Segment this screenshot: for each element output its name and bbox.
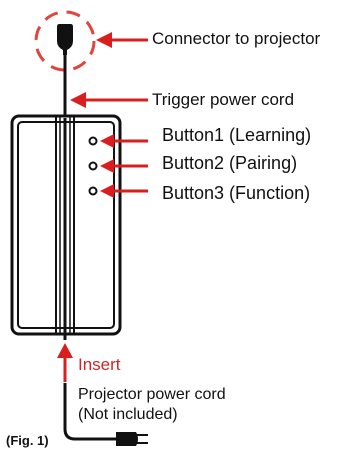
insert-label: Insert <box>78 355 121 374</box>
button1-arrow <box>100 134 148 148</box>
trigger-cord-arrow <box>70 92 148 108</box>
button1-label: Button1 (Learning) <box>162 125 312 145</box>
power-plug-icon <box>116 432 148 446</box>
button2-label: Button2 (Pairing) <box>162 153 298 173</box>
connector-highlight-circle <box>34 10 96 72</box>
button1-icon <box>88 136 98 146</box>
button2-icon <box>88 161 98 171</box>
connector-label: Connector to projector <box>152 29 321 48</box>
power-cord-label-line1: Projector power cord <box>78 386 226 403</box>
trigger-device <box>10 114 122 340</box>
projector-power-cord <box>63 383 118 441</box>
connector-arrow <box>96 32 148 48</box>
figure-caption: (Fig. 1) <box>6 433 49 448</box>
power-cord-label-line2: (Not included) <box>78 406 178 423</box>
connector-plug-icon <box>57 24 73 55</box>
button2-arrow <box>100 159 148 173</box>
trigger-cord-label: Trigger power cord <box>152 90 295 109</box>
button3-icon <box>88 186 98 196</box>
button3-label: Button3 (Function) <box>162 183 311 203</box>
button3-arrow <box>100 184 148 198</box>
insert-arrow <box>57 343 73 382</box>
